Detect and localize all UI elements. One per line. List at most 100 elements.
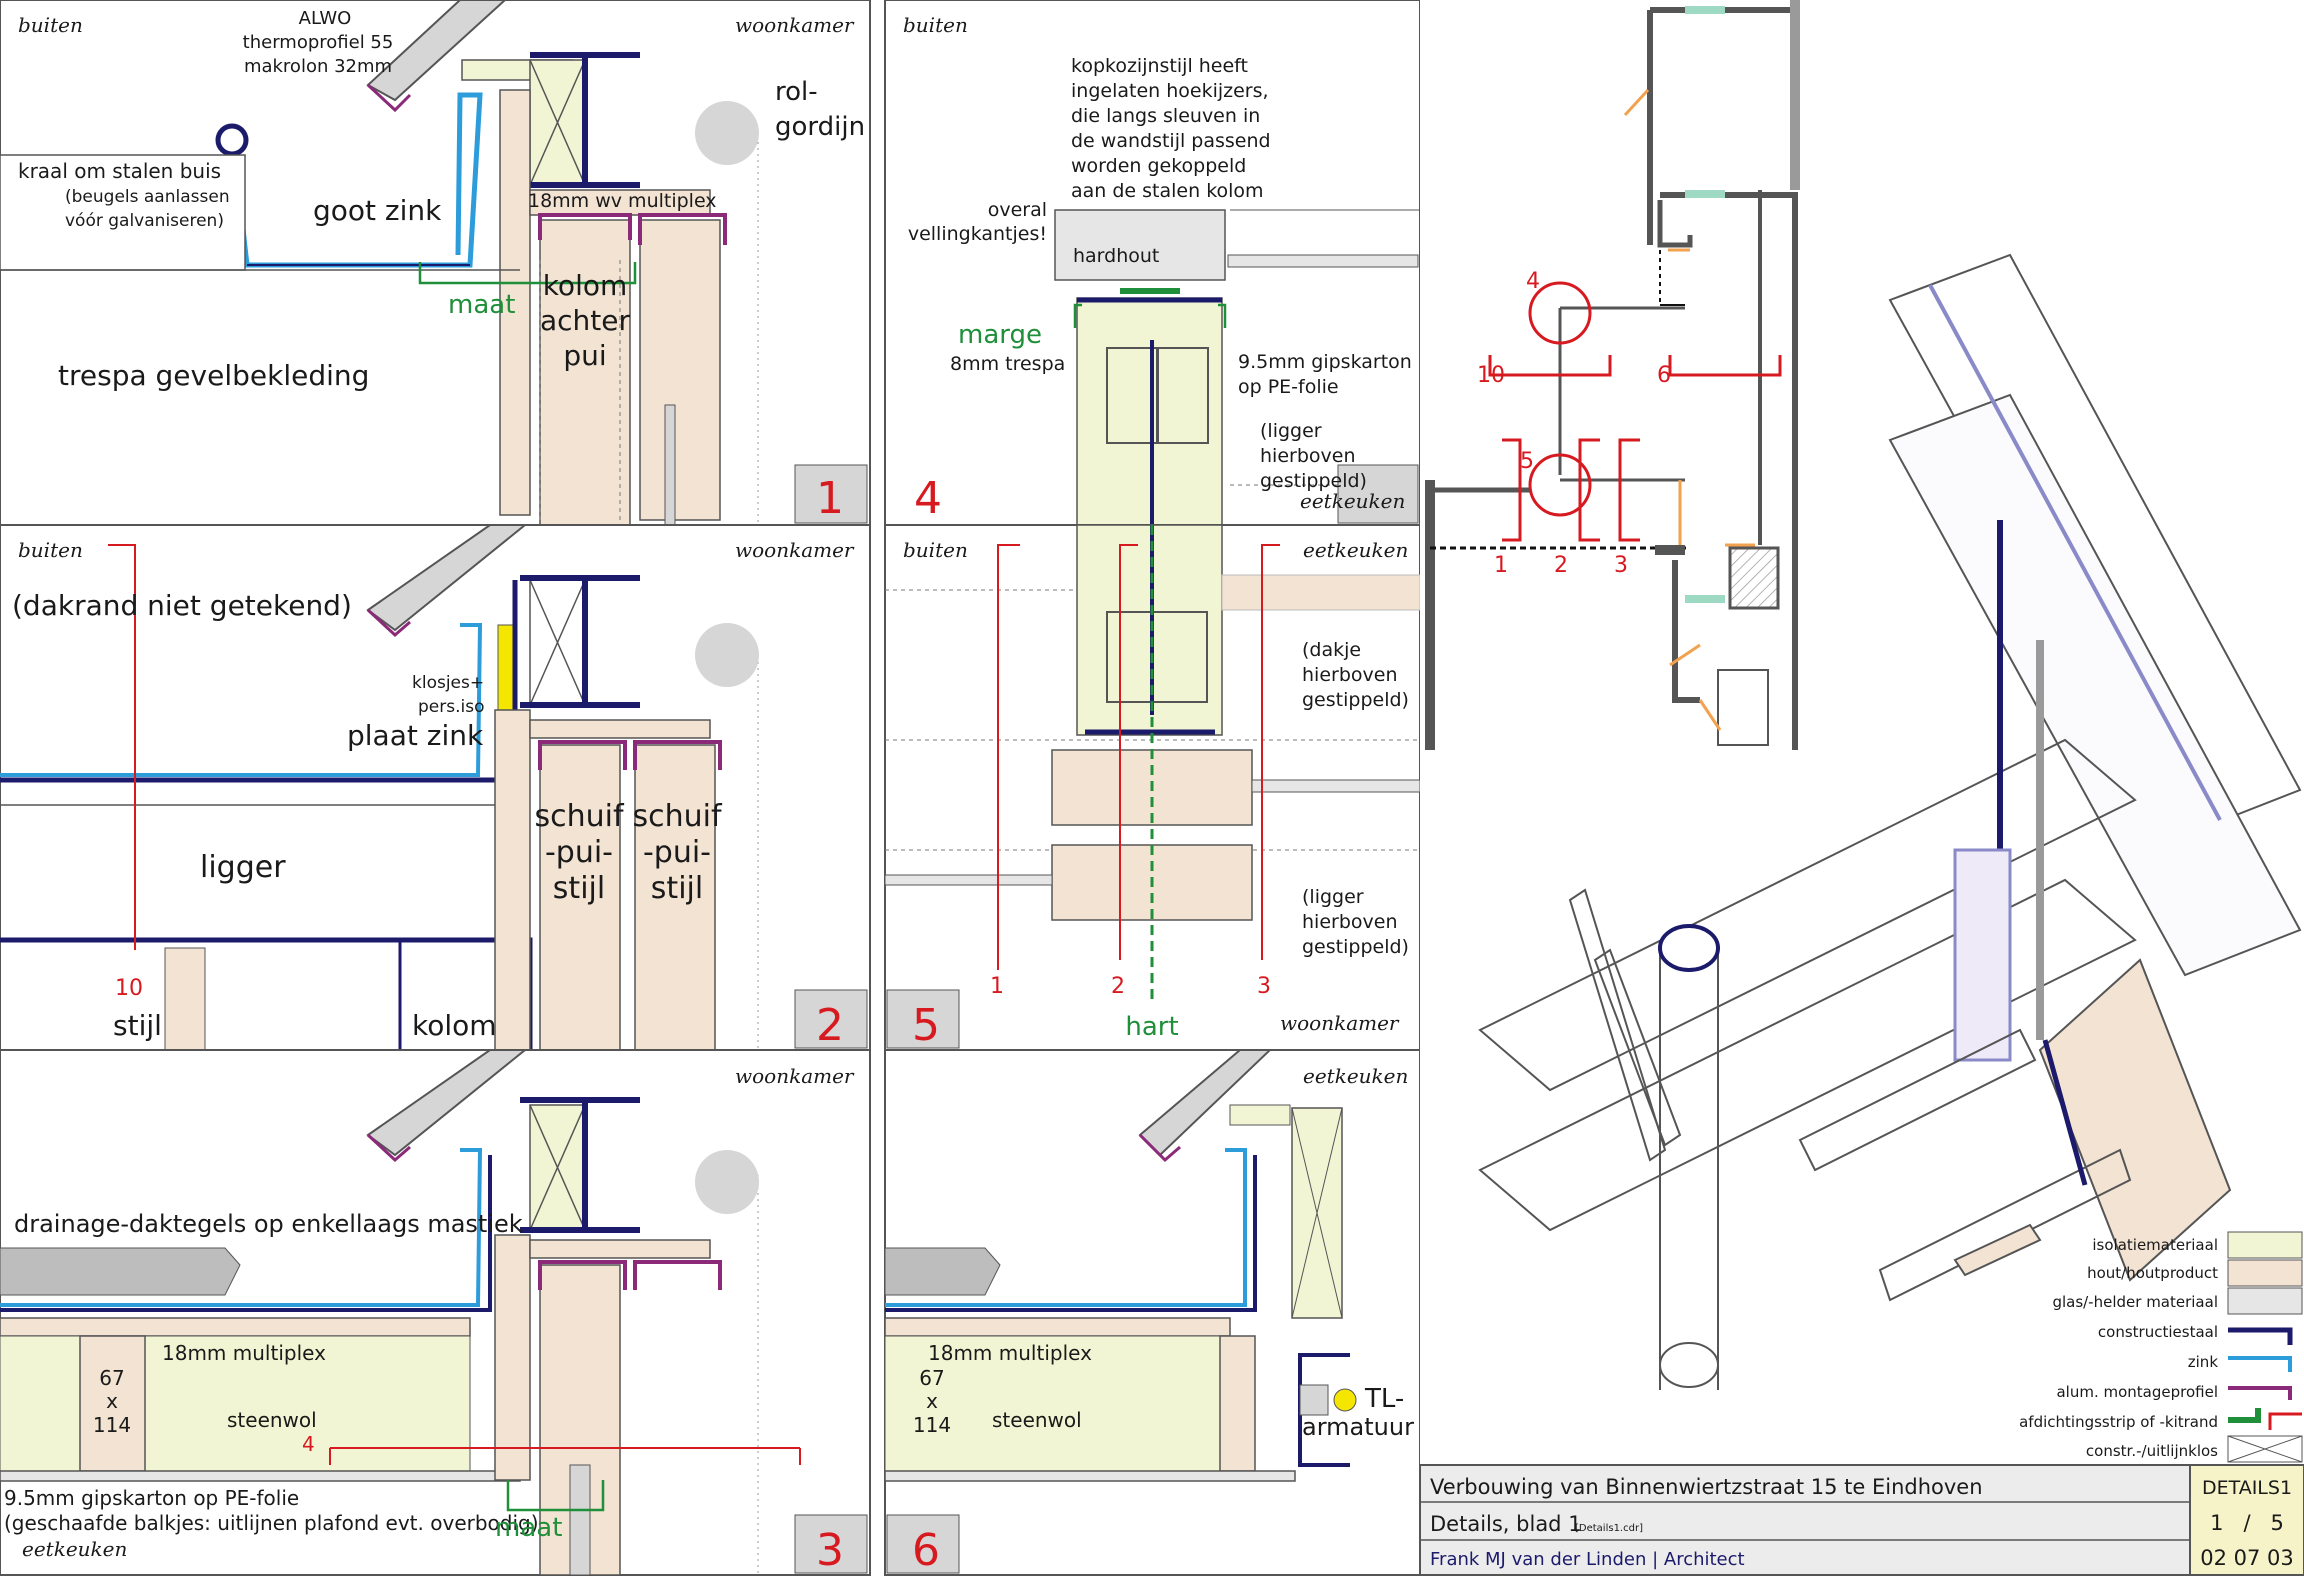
label-dim-114: 114 [913, 1413, 951, 1437]
label-buiten: buiten [18, 13, 83, 37]
label-maat: maat [495, 1513, 562, 1543]
sheet-title: Details, blad 1 [1430, 1512, 1582, 1536]
label-rol: rol- [775, 77, 818, 107]
plan-marker-5: 5 [1520, 449, 1534, 474]
file-name: [Details1.cdr] [1575, 1523, 1643, 1534]
label-dakje: (dakje [1302, 639, 1361, 661]
label-kop-6: aan de stalen kolom [1071, 180, 1264, 202]
section-marker-10: 10 [115, 976, 143, 1001]
label-kop-4: de wandstijl passend [1071, 130, 1271, 152]
label-dim-x: x [926, 1389, 938, 1413]
legend-label-1: hout/houtproduct [2087, 1264, 2218, 1282]
legend-swatch-kit [2268, 1412, 2302, 1430]
label-multiplex: 18mm multiplex [928, 1341, 1092, 1365]
legend-swatch-wood [2227, 1259, 2303, 1287]
label-vellingkantjes: vellingkantjes! [908, 223, 1047, 245]
plan-marker-2: 2 [1554, 553, 1568, 578]
label-stijl-2: stijl [651, 871, 703, 906]
label-thermoprofiel: thermoprofiel 55 [243, 32, 394, 53]
legend-label-4: zink [2188, 1353, 2219, 1371]
label-gipskarton: 9.5mm gipskarton [1238, 351, 1412, 373]
label-trespa: trespa gevelbekleding [58, 359, 369, 392]
label-hierboven: hierboven [1302, 664, 1397, 686]
label-schuif-1: schuif [534, 799, 624, 834]
panel-6: 6 eetkeuken 18mm multiplex 67 x 114 stee… [884, 1049, 1421, 1576]
label-dim-67: 67 [919, 1366, 944, 1390]
label-woonkamer: woonkamer [735, 13, 855, 37]
project-title: Verbouwing van Binnenwiertzstraat 15 te … [1430, 1475, 1983, 1499]
label-trespa: 8mm trespa [950, 353, 1065, 375]
legend-swatch-glass [2227, 1287, 2303, 1315]
label-galvaniseren: vóór galvaniseren) [65, 211, 224, 231]
label-multiplex: 18mm multiplex [162, 1341, 326, 1365]
label-multiplex: 18mm wv multiplex [528, 190, 717, 212]
panel-number-4: 4 [914, 473, 942, 524]
section-marker-3: 3 [1257, 974, 1271, 999]
label-buiten: buiten [903, 538, 968, 562]
legend-swatch-insulation [2227, 1231, 2303, 1259]
label-pui: pui [563, 339, 606, 372]
section-marker-2: 2 [1111, 974, 1125, 999]
axonometric-view [1478, 253, 2302, 1390]
label-overal: overal [988, 199, 1047, 221]
label-steenwol: steenwol [227, 1408, 317, 1432]
panel-number-6: 6 [912, 1525, 940, 1576]
label-makrolon: makrolon 32mm [244, 56, 392, 77]
label-drainage: drainage-daktegels op enkellaags mastiek [14, 1210, 523, 1238]
drawing-date: 02 07 03 [2200, 1546, 2294, 1570]
label-dim-x: x [106, 1389, 118, 1413]
label-achter: achter [540, 304, 631, 337]
legend-label-5: alum. montageprofiel [2056, 1383, 2218, 1401]
label-kop-5: worden gekoppeld [1071, 155, 1246, 177]
label-woonkamer: woonkamer [735, 538, 855, 562]
label-alwo: ALWO [299, 8, 352, 29]
panel-number-5: 5 [912, 1000, 940, 1051]
label-plaat-zink: plaat zink [347, 719, 484, 752]
label-hardhout: hardhout [1073, 245, 1159, 267]
label-schuif-2: schuif [632, 799, 722, 834]
label-eetkeuken: eetkeuken [1303, 538, 1408, 562]
label-dakrand: (dakrand niet getekend) [12, 589, 352, 622]
page-number: 1 / 5 [2210, 1511, 2284, 1535]
legend-swatch-steel [2228, 1327, 2293, 1345]
label-ligger: (ligger [1260, 420, 1322, 442]
label-woonkamer: woonkamer [1280, 1011, 1400, 1035]
label-eetkeuken: eetkeuken [1303, 1064, 1408, 1088]
panel-3: 3 woonkamer drainage-daktegels op enkell… [0, 1049, 871, 1576]
section-marker-1: 1 [990, 974, 1004, 999]
label-tl: TL- [1364, 1384, 1404, 1414]
label-buiten: buiten [903, 13, 968, 37]
legend: isolatiemateriaal hout/houtproduct glas/… [2019, 1231, 2303, 1463]
label-gordijn: gordijn [775, 112, 865, 142]
label-dim-67: 67 [99, 1366, 124, 1390]
label-pui-2: -pui- [643, 835, 711, 870]
label-hart: hart [1125, 1012, 1178, 1042]
legend-label-2: glas/-helder materiaal [2052, 1293, 2218, 1311]
title-block: Verbouwing van Binnenwiertzstraat 15 te … [1419, 1464, 2304, 1576]
panel-4: 4 buiten kopkozijnstijl heeft ingelaten … [884, 0, 1421, 526]
legend-label-0: isolatiemateriaal [2092, 1236, 2218, 1254]
panel-number-3: 3 [816, 1525, 844, 1576]
label-dim-114: 114 [93, 1413, 131, 1437]
label-goot-zink: goot zink [313, 194, 442, 227]
label-gestippeld: gestippeld) [1302, 689, 1409, 711]
panel-number-2: 2 [816, 1000, 844, 1051]
plan-marker-4: 4 [1526, 269, 1540, 294]
legend-swatch-alu [2228, 1386, 2292, 1400]
label-eetkeuken: eetkeuken [22, 1537, 127, 1561]
label-pui-1: -pui- [545, 835, 613, 870]
label-stijl-1: stijl [553, 871, 605, 906]
legend-label-3: constructiestaal [2098, 1323, 2218, 1341]
label-woonkamer: woonkamer [735, 1064, 855, 1088]
label-gestippeld: gestippeld) [1260, 470, 1367, 492]
label-ligger: ligger [200, 850, 286, 885]
label-eetkeuken: eetkeuken [1300, 489, 1405, 513]
label-armatuur: armatuur [1302, 1413, 1414, 1441]
label-ligger: (ligger [1302, 886, 1364, 908]
label-hierboven-2: hierboven [1302, 911, 1397, 933]
panel-2: 2 buiten woonkamer (dakrand niet geteken… [0, 524, 871, 1051]
label-gestippeld-2: gestippeld) [1302, 936, 1409, 958]
label-kop-3: die langs sleuven in [1071, 105, 1260, 127]
label-pers-iso: pers.iso [418, 697, 484, 717]
section-marker-4: 4 [302, 1432, 315, 1456]
